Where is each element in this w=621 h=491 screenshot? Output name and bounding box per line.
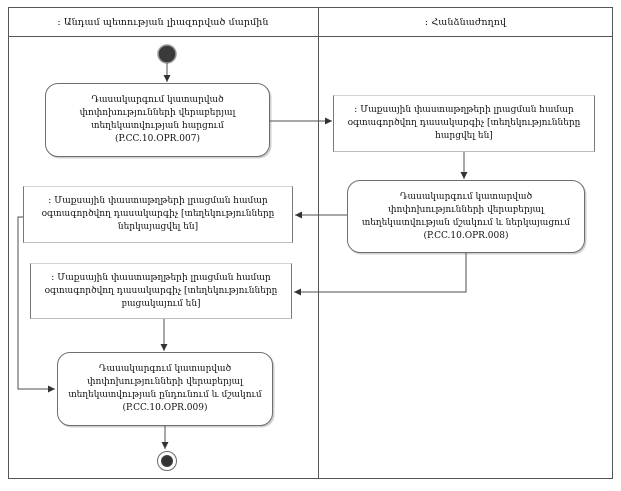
object-node-classifier-queried: : Մաքսային փաստաթղթերի լրացման համար օգտ…: [333, 95, 595, 152]
object-node-label: : Մաքսային փաստաթղթերի լրացման համար օգտ…: [44, 272, 278, 309]
object-node-classifier-submitted: : Մաքսային փաստաթղթերի լրացման համար օգտ…: [23, 186, 293, 243]
lane-header-commission: : Հանձնաժողով: [318, 8, 613, 36]
lane-header-label: : Անդամ պետության լիազորված մարմին: [57, 16, 269, 28]
action-node-opr-009: Դասակարգում կատարված փոփոխությունների վե…: [57, 352, 273, 426]
action-node-label: Դասակարգում կատարված փոփոխությունների վե…: [361, 191, 571, 241]
object-node-classifier-missing: : Մաքսային փաստաթղթերի լրացման համար օգտ…: [30, 263, 292, 319]
lane-divider: [318, 7, 319, 479]
lane-header-label: : Հանձնաժողով: [424, 16, 507, 28]
action-node-label: Դասակարգում կատարված փոփոխությունների վե…: [68, 364, 262, 413]
action-node-opr-007: Դասակարգում կատարված փոփոխությունների վե…: [45, 83, 270, 157]
action-node-opr-008: Դասակարգում կատարված փոփոխությունների վե…: [347, 180, 585, 253]
object-node-label: : Մաքսային փաստաթղթերի լրացման համար օգտ…: [347, 105, 581, 141]
lane-header-separator: [8, 36, 613, 37]
action-node-label: Դասակարգում կատարված փոփոխությունների վե…: [79, 95, 236, 144]
object-node-label: : Մաքսային փաստաթղթերի լրացման համար օգտ…: [41, 196, 275, 232]
lane-header-authorized-body: : Անդամ պետության լիազորված մարմին: [8, 8, 318, 36]
